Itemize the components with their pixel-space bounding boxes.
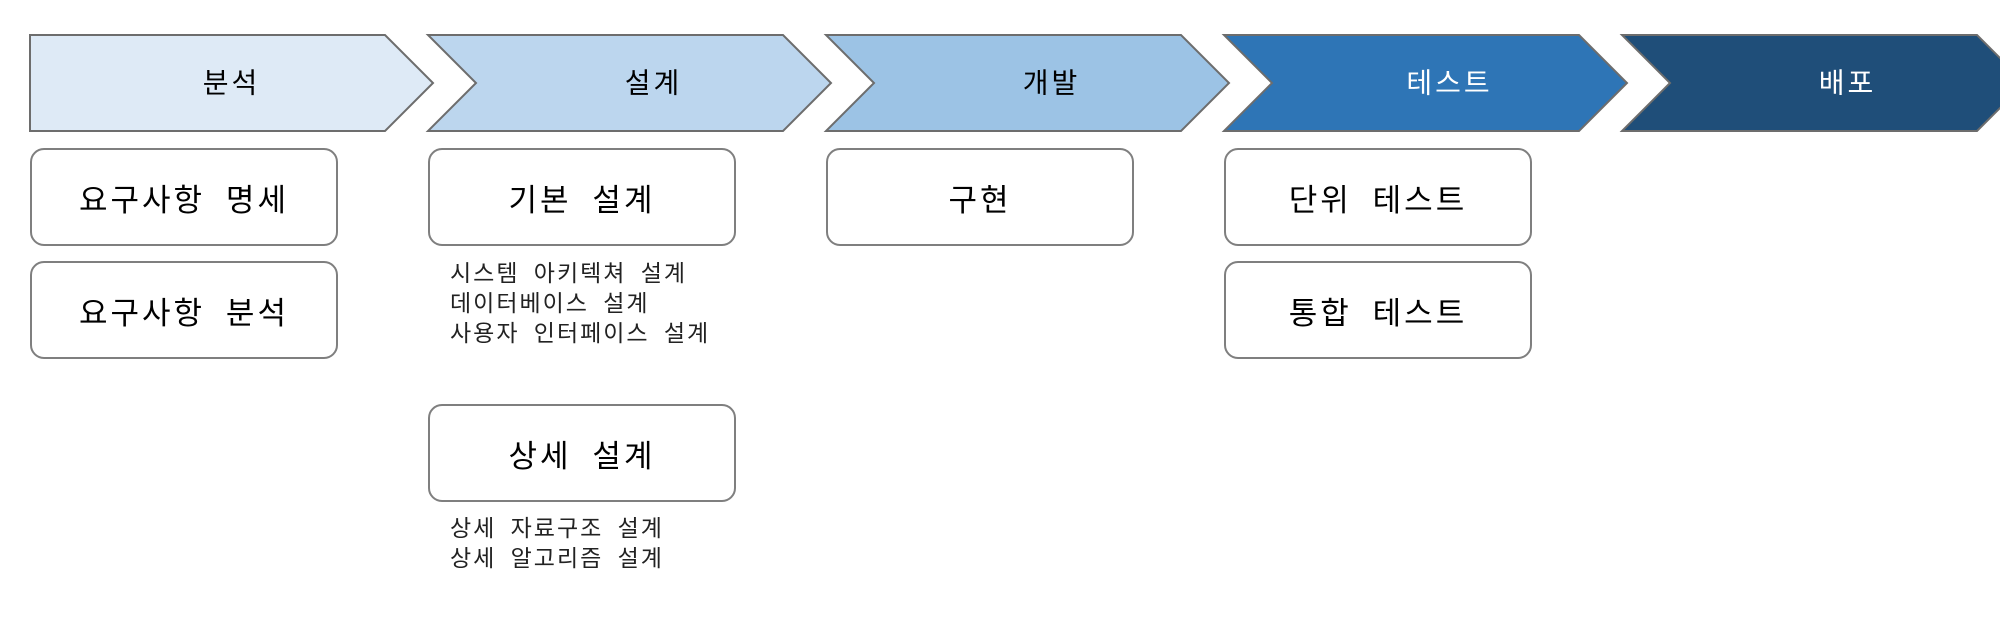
note-database-design: 데이터베이스 설계 bbox=[450, 291, 650, 317]
unit-test-box: 단위 테스트 bbox=[1224, 148, 1532, 246]
stage-chevron-shape bbox=[1221, 34, 1629, 132]
stage-label: 테스트 bbox=[1406, 67, 1492, 100]
implementation-box: 구현 bbox=[826, 148, 1134, 246]
detail-design-box: 상세 설계 bbox=[428, 404, 736, 502]
stage-label: 개발 bbox=[1023, 67, 1081, 100]
stage-chevron-design: 설계 bbox=[425, 34, 833, 132]
stage-chevron-shape bbox=[823, 34, 1231, 132]
stage-chevron-shape bbox=[29, 34, 435, 132]
stage-label: 설계 bbox=[625, 67, 683, 100]
stage-chevron-deploy: 배포 bbox=[1619, 34, 2000, 132]
note-algorithm-design: 상세 알고리즘 설계 bbox=[450, 546, 664, 572]
stage-chevron-shape bbox=[425, 34, 833, 132]
stage-chevron-development: 개발 bbox=[823, 34, 1231, 132]
stage-chevron-test: 테스트 bbox=[1221, 34, 1629, 132]
note-ui-design: 사용자 인터페이스 설계 bbox=[450, 321, 711, 347]
requirements-spec-box: 요구사항 명세 bbox=[30, 148, 338, 246]
note-data-structure-design: 상세 자료구조 설계 bbox=[450, 516, 664, 542]
detail-design-notes: 상세 자료구조 설계 상세 알고리즘 설계 bbox=[450, 514, 664, 574]
basic-design-notes: 시스템 아키텍쳐 설계 데이터베이스 설계 사용자 인터페이스 설계 bbox=[450, 259, 710, 349]
note-system-architecture: 시스템 아키텍쳐 설계 bbox=[450, 261, 688, 287]
stage-label: 배포 bbox=[1819, 67, 1877, 100]
stage-label: 분석 bbox=[203, 67, 261, 100]
stage-chevron-analysis: 분석 bbox=[29, 34, 435, 132]
requirements-analysis-box: 요구사항 분석 bbox=[30, 261, 338, 359]
basic-design-box: 기본 설계 bbox=[428, 148, 736, 246]
integration-test-box: 통합 테스트 bbox=[1224, 261, 1532, 359]
stage-chevron-shape bbox=[1619, 34, 2000, 132]
